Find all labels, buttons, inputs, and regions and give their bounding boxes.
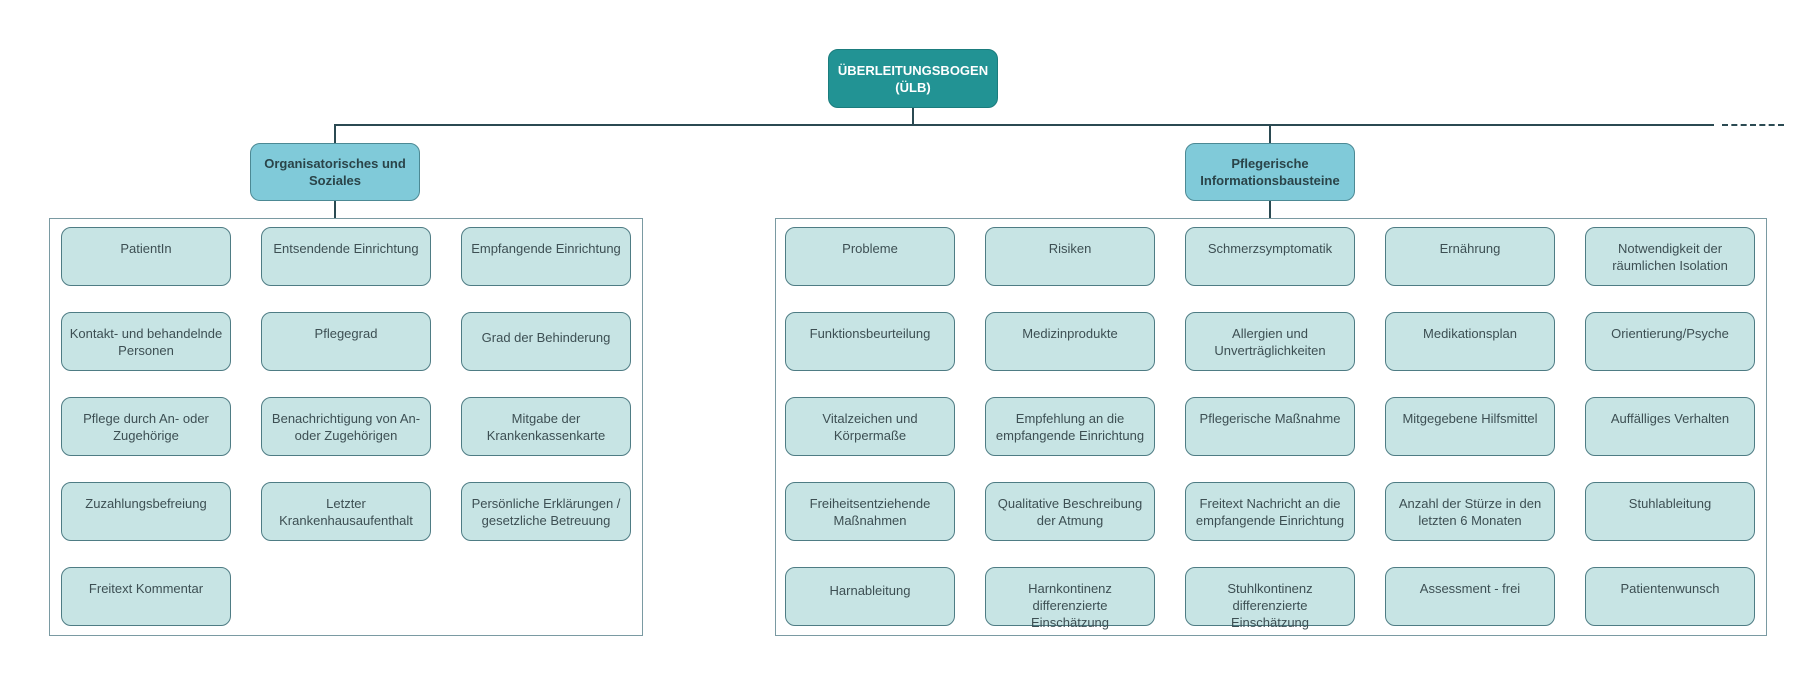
leaf-label: Entsendende Einrichtung	[273, 241, 419, 256]
root-stem	[912, 108, 914, 125]
leaf-label: Freitext Kommentar	[88, 581, 204, 596]
leaf-label: Assessment - frei	[1419, 581, 1521, 596]
leaf-pflege-angehoerige: Pflege durch An- oder Zugehörige	[61, 397, 231, 456]
leaf-medikationsplan: Medikationsplan	[1385, 312, 1555, 371]
leaf-stuhlkontinenz: Stuhlkontinenz differenzierte Einschätzu…	[1185, 567, 1355, 630]
leaf-medizinprodukte: Medizinprodukte	[985, 312, 1155, 371]
leaf-patientenwunsch: Patientenwunsch	[1585, 567, 1755, 626]
leaf-label: Grad der Behinderung	[481, 330, 611, 345]
leaf-label: Harnkontinenz differenzierte Einschätzun…	[1028, 581, 1112, 630]
leaf-probleme: Probleme	[785, 227, 955, 286]
leaf-auffaelliges-verhalten: Auffälliges Verhalten	[1585, 397, 1755, 456]
horizontal-bus	[334, 124, 1714, 126]
root-node: ÜBERLEITUNGSBOGEN (ÜLB)	[828, 49, 998, 108]
leaf-harnkontinenz: Harnkontinenz differenzierte Einschätzun…	[985, 567, 1155, 630]
leaf-label: Auffälliges Verhalten	[1610, 411, 1730, 426]
leaf-label: Medikationsplan	[1423, 326, 1517, 341]
leaf-label: Mitgabe der Krankenkassenkarte	[486, 411, 606, 443]
leaf-freitext-nachricht: Freitext Nachricht an die empfangende Ei…	[1185, 482, 1355, 541]
leaf-label: Vitalzeichen und Körpermaße	[822, 411, 918, 443]
leaf-label: Stuhlkontinenz differenzierte Einschätzu…	[1227, 581, 1313, 630]
leaf-label: Orientierung/Psyche	[1611, 326, 1729, 341]
leaf-raeumliche-isolation: Notwendigkeit der räumlichen Isolation	[1585, 227, 1755, 286]
leaf-label: Probleme	[842, 241, 898, 256]
category-organisatorisches: Organisatorisches und Soziales	[250, 143, 420, 201]
category-title: Pflegerische Informationsbausteine	[1200, 156, 1340, 188]
leaf-label: Anzahl der Stürze in den letzten 6 Monat…	[1398, 496, 1542, 528]
root-title: ÜBERLEITUNGSBOGEN (ÜLB)	[837, 62, 989, 95]
leaf-label: Pflege durch An- oder Zugehörige	[83, 411, 209, 443]
leaf-risiken: Risiken	[985, 227, 1155, 286]
leaf-grad-der-behinderung: Grad der Behinderung	[461, 312, 631, 371]
leaf-patientin: PatientIn	[61, 227, 231, 286]
right-frame-connector	[1269, 201, 1271, 218]
category-pflegerische: Pflegerische Informationsbausteine	[1185, 143, 1355, 201]
leaf-freitext-kommentar: Freitext Kommentar	[61, 567, 231, 626]
leaf-label: Mitgegebene Hilfsmittel	[1402, 411, 1538, 426]
leaf-krankenkassenkarte: Mitgabe der Krankenkassenkarte	[461, 397, 631, 456]
leaf-funktionsbeurteilung: Funktionsbeurteilung	[785, 312, 955, 371]
leaf-label: Pflegerische Maßnahme	[1199, 411, 1341, 426]
leaf-vitalzeichen: Vitalzeichen und Körpermaße	[785, 397, 955, 456]
leaf-label: Harnableitung	[829, 583, 911, 598]
leaf-label: Persönliche Erklärungen / gesetzliche Be…	[471, 496, 621, 528]
left-group-frame	[49, 218, 643, 636]
leaf-label: Pflegegrad	[314, 326, 378, 341]
right-group-frame	[775, 218, 1767, 636]
leaf-harnableitung: Harnableitung	[785, 567, 955, 626]
leaf-stuhlableitung: Stuhlableitung	[1585, 482, 1755, 541]
leaf-label: Notwendigkeit der räumlichen Isolation	[1612, 241, 1728, 273]
leaf-label: Medizinprodukte	[1022, 326, 1118, 341]
leaf-label: Stuhlableitung	[1628, 496, 1712, 511]
leaf-label: Allergien und Unverträglichkeiten	[1214, 326, 1326, 358]
leaf-label: Risiken	[1048, 241, 1092, 256]
category-title: Organisatorisches und Soziales	[264, 156, 406, 188]
leaf-label: Funktionsbeurteilung	[809, 326, 931, 341]
leaf-label: Qualitative Beschreibung der Atmung	[997, 496, 1143, 528]
leaf-empfehlung: Empfehlung an die empfangende Einrichtun…	[985, 397, 1155, 456]
leaf-label: Benachrichtigung von An- oder Zugehörige…	[271, 411, 421, 443]
leaf-label: Empfangende Einrichtung	[471, 241, 621, 256]
leaf-ernaehrung: Ernährung	[1385, 227, 1555, 286]
leaf-empfangende-einrichtung: Empfangende Einrichtung	[461, 227, 631, 286]
leaf-schmerzsymptomatik: Schmerzsymptomatik	[1185, 227, 1355, 286]
leaf-label: Letzter Krankenhausaufenthalt	[279, 496, 413, 528]
leaf-anzahl-stuerze: Anzahl der Stürze in den letzten 6 Monat…	[1385, 482, 1555, 541]
leaf-mitgegebene-hilfsmittel: Mitgegebene Hilfsmittel	[1385, 397, 1555, 456]
leaf-entsendende-einrichtung: Entsendende Einrichtung	[261, 227, 431, 286]
bus-continuation-dashes	[1722, 124, 1784, 126]
leaf-krankenhausaufenthalt: Letzter Krankenhausaufenthalt	[261, 482, 431, 541]
leaf-beschreibung-atmung: Qualitative Beschreibung der Atmung	[985, 482, 1155, 541]
leaf-orientierung-psyche: Orientierung/Psyche	[1585, 312, 1755, 371]
leaf-label: Freiheitsentziehende Maßnahmen	[809, 496, 931, 528]
leaf-freiheitsentziehende-massnahmen: Freiheitsentziehende Maßnahmen	[785, 482, 955, 541]
leaf-pflegerische-massnahme: Pflegerische Maßnahme	[1185, 397, 1355, 456]
leaf-allergien: Allergien und Unverträglichkeiten	[1185, 312, 1355, 371]
left-frame-connector	[334, 201, 336, 218]
leaf-assessment-frei: Assessment - frei	[1385, 567, 1555, 626]
leaf-label: Empfehlung an die empfangende Einrichtun…	[995, 411, 1145, 443]
leaf-kontakt-personen: Kontakt- und behandelnde Personen	[61, 312, 231, 371]
leaf-label: Kontakt- und behandelnde Personen	[69, 326, 223, 358]
right-branch-connector	[1269, 124, 1271, 144]
leaf-zuzahlungsbefreiung: Zuzahlungsbefreiung	[61, 482, 231, 541]
leaf-benachrichtigung: Benachrichtigung von An- oder Zugehörige…	[261, 397, 431, 456]
leaf-label: PatientIn	[120, 241, 172, 256]
leaf-label: Zuzahlungsbefreiung	[85, 496, 207, 511]
leaf-label: Schmerzsymptomatik	[1207, 241, 1333, 256]
leaf-label: Patientenwunsch	[1620, 581, 1720, 596]
leaf-label: Freitext Nachricht an die empfangende Ei…	[1195, 496, 1345, 528]
left-branch-connector	[334, 124, 336, 144]
leaf-pflegegrad: Pflegegrad	[261, 312, 431, 371]
leaf-label: Ernährung	[1439, 241, 1501, 256]
leaf-persoenliche-erklaerungen: Persönliche Erklärungen / gesetzliche Be…	[461, 482, 631, 541]
